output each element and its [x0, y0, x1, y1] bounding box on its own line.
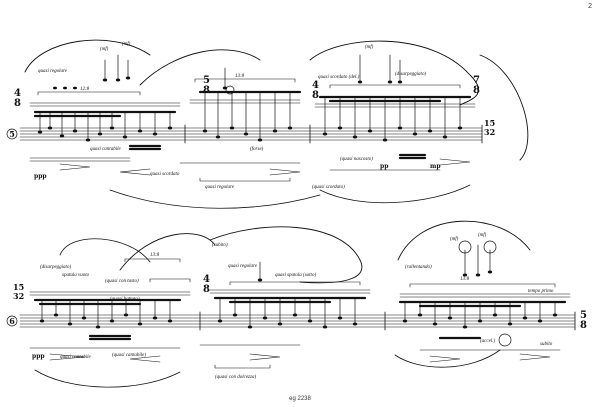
- timesig2-start-num: 15: [13, 282, 24, 292]
- timesig-start-den: 8: [14, 98, 21, 109]
- text-quasi-nascosto: (quasi nascosto): [340, 157, 373, 162]
- timesig2-start-den: 32: [13, 291, 24, 301]
- text-quasi-con-tasto: (quasi con tasto): [105, 279, 139, 284]
- text-mf-s2-2: (mf): [478, 233, 487, 238]
- text-disarpeggiato-2: (disarpeggiato): [40, 265, 71, 270]
- text-quasi-regolare: quasi regolare: [38, 69, 68, 74]
- text-mf-1: (mf): [100, 47, 109, 52]
- text-quasi-scordato: quasi scordato (del.): [318, 75, 360, 80]
- text-quasi-battuto: (quasi battuto): [110, 297, 140, 302]
- text-quasi-regolare-s2: quasi regolare: [228, 264, 258, 269]
- text-tuplet-13-8-s2: 13:8: [150, 253, 160, 258]
- text-tuplet-12-8: 12:8: [80, 87, 90, 92]
- footer-code: eg 2238: [289, 396, 311, 402]
- text-spatula-vuoto: spatula vuoto: [62, 273, 90, 278]
- system-1-text: 5 4 8 5 8 4 8 7 8 15 32 quasi regolare (…: [6, 42, 495, 190]
- rehearsal-marker-6: 6: [9, 316, 15, 326]
- timesig-end-den: 8: [473, 85, 480, 96]
- text-disarpeggiato: (disarpeggiato): [395, 72, 426, 77]
- dyn-ppp-s2: ppp: [32, 353, 45, 360]
- text-quasi-cantabile-s2b: (quasi cantabile): [112, 353, 146, 358]
- timesig2-end-den: 8: [580, 320, 587, 331]
- text-quasi-scordato-2: (quasi scordato): [312, 185, 345, 190]
- rehearsal-marker-5: 5: [9, 129, 15, 139]
- text-quasi-cantabile-s2: quasi cantabile: [60, 355, 91, 360]
- timesig2-end-num: 5: [580, 310, 587, 321]
- text-quasi-con-dolcezza: (quasi con dolcezza): [215, 375, 256, 380]
- text-mf-2: (mf): [122, 42, 131, 47]
- timesig-mid1-num: 5: [203, 75, 210, 86]
- timesig-end-num: 7: [473, 75, 480, 86]
- text-quasi-scordato-3: quasi scordato: [150, 172, 180, 177]
- text-tuplet-13-8: 13:8: [235, 74, 245, 79]
- timesig-mid1-den: 8: [203, 85, 210, 96]
- text-subito-s2: subito: [540, 342, 553, 347]
- text-quasi-cantabile: quasi cantabile: [90, 147, 121, 152]
- timesig-start-num: 4: [14, 88, 21, 99]
- dyn-ppp: ppp: [34, 173, 47, 180]
- dyn-mp: mp: [430, 163, 441, 170]
- system-2-text: 6 15 32 4 8 5 8 (disarpeggiato) spatula …: [6, 233, 587, 380]
- text-forse: (forse): [250, 147, 264, 152]
- timesig-mid2-num: 4: [312, 80, 319, 91]
- timesig-mid2-den: 8: [312, 90, 319, 101]
- text-quasi-regolare-2: quasi regolare: [205, 185, 235, 190]
- system-2: [19, 85, 576, 388]
- text-tempo-primo: tempo primo: [528, 289, 554, 294]
- text-accel: (accel.): [480, 339, 495, 344]
- timesig-end2-den: 32: [484, 127, 495, 137]
- text-rallentando: (rallentando): [405, 265, 432, 270]
- system-2-noteheads: [39, 270, 558, 329]
- system-1: [19, 39, 529, 209]
- page-number: 2: [588, 3, 592, 10]
- text-mf-3: (mf): [365, 45, 374, 50]
- timesig2-mid-den: 8: [203, 284, 210, 295]
- dyn-pp: pp: [380, 163, 388, 170]
- text-subito: (subito): [212, 243, 228, 248]
- text-tuplet-13-8-s2b: 13:8: [460, 277, 470, 282]
- timesig-end2-num: 15: [484, 118, 495, 128]
- text-quasi-spatola: quasi spatola (sotto): [275, 273, 316, 278]
- system-1-noteheads: [37, 76, 463, 142]
- text-mf-s2-1: (mf): [450, 237, 459, 242]
- timesig2-mid-num: 4: [203, 274, 210, 285]
